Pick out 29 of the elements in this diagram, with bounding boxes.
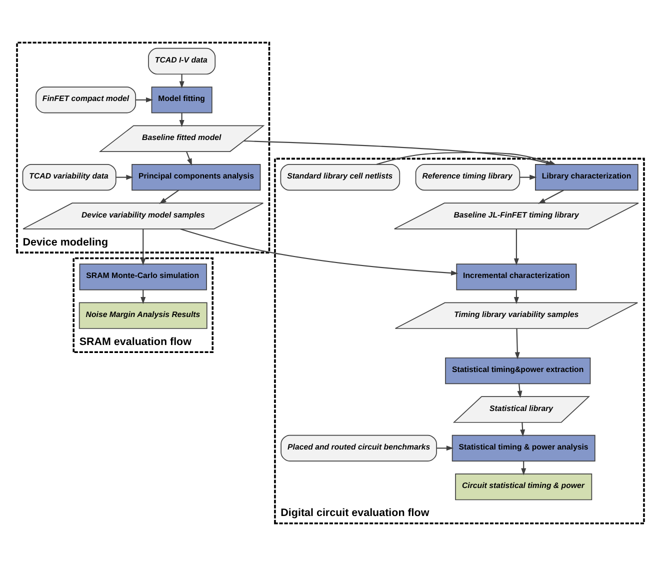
node-box: Incremental characterization: [456, 263, 577, 290]
node-box: Noise Margin Analysis Results: [78, 302, 208, 328]
node-box: SRAM Monte-Carlo simulation: [79, 263, 207, 290]
node-box: Statistical timing&power extraction: [445, 356, 591, 384]
arrow: [514, 328, 520, 359]
arrow: [520, 422, 526, 436]
arrow: [140, 228, 146, 266]
arrow: [186, 150, 192, 166]
arrow: [514, 228, 519, 266]
arrow: [136, 96, 154, 102]
arrow: [116, 174, 134, 180]
node-box: FinFET compact model: [36, 86, 136, 113]
node-box: Principal components analysis: [132, 163, 261, 190]
node-box: Circuit statistical timing & power: [455, 473, 592, 500]
arrow: [180, 228, 458, 276]
arrow: [436, 445, 454, 450]
node-box: Standard library cell netlists: [280, 163, 400, 190]
arrow: [517, 383, 522, 398]
arrow: [179, 74, 184, 88]
node-box: Library characterization: [535, 163, 638, 190]
node-box: TCAD variability data: [22, 163, 116, 190]
node-box: Model fitting: [151, 86, 212, 113]
node-box: Statistical timing & power analysis: [452, 434, 596, 461]
node-box: Placed and routed circuit benchmarks: [280, 434, 437, 461]
node-box: TCAD I-V data: [148, 47, 216, 74]
node-box: Reference timing library: [415, 163, 520, 190]
arrow: [520, 174, 537, 180]
arrow: [538, 189, 564, 204]
arrow: [159, 189, 180, 204]
